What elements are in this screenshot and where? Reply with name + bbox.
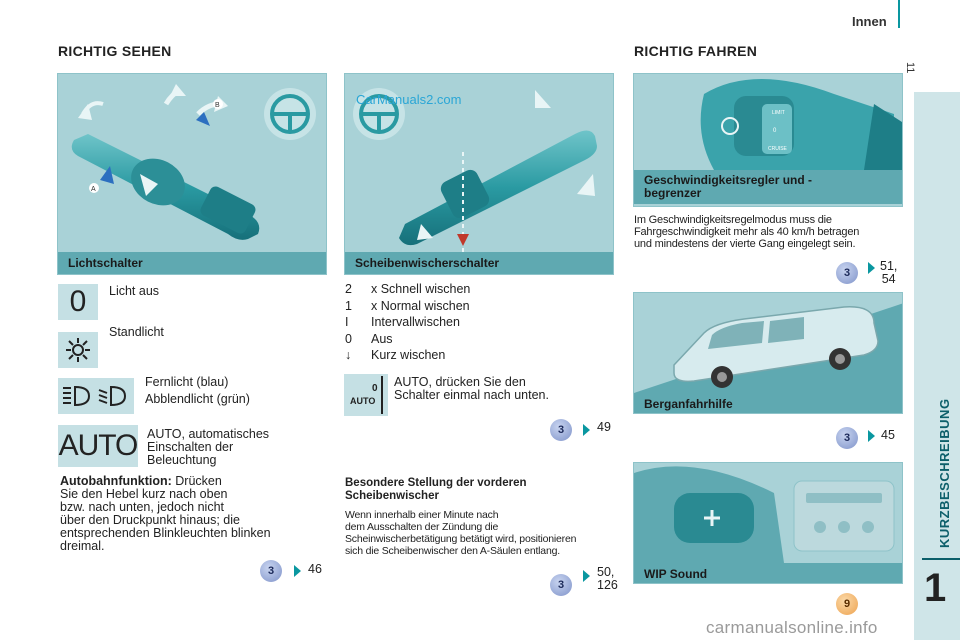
lichtschalter-panel: B A Lichtschalter: [57, 73, 327, 275]
low-beam-label: Abblendlicht (grün): [145, 392, 250, 406]
hill-start-panel: Berganfahrhilfe: [633, 292, 903, 414]
ref-arrow-icon: [868, 430, 875, 442]
ref-page[interactable]: 49: [597, 420, 611, 434]
ref-page[interactable]: 51, 54: [880, 259, 898, 286]
high-low-beam-icons: [58, 378, 134, 414]
page-number: 11: [904, 62, 916, 74]
ref-arrow-icon: [868, 262, 875, 274]
svg-text:B: B: [215, 102, 220, 109]
light-off-symbol: 0: [58, 284, 98, 320]
heading-richtig-sehen: RICHTIG SEHEN: [58, 43, 172, 59]
ref-chapter-badge[interactable]: 3: [260, 560, 282, 582]
parking-light-icon: [58, 332, 98, 368]
auto-wiper-symbol-line: [381, 376, 383, 414]
auto-light-line3: Beleuchtung: [147, 453, 217, 467]
ref-arrow-icon: [294, 565, 301, 577]
heading-richtig-fahren: RICHTIG FAHREN: [634, 43, 758, 59]
watermark-top: CarManuals2.com: [356, 92, 462, 107]
wiper-row: ↓Kurz wischen: [345, 348, 446, 362]
svg-text:A: A: [91, 186, 96, 193]
hill-start-caption: Berganfahrhilfe: [634, 393, 902, 413]
ref-arrow-icon: [583, 424, 590, 436]
wip-sound-illustration: [634, 466, 895, 563]
wip-sound-caption: WIP Sound: [634, 563, 902, 583]
header-accent-bar: [898, 0, 900, 28]
auto-wiper-line1: AUTO, drücken Sie den: [394, 375, 526, 389]
cruise-control-text: Im Geschwindigkeitsregelmodus muss die F…: [634, 214, 860, 250]
ref-chapter-badge[interactable]: 3: [836, 427, 858, 449]
lichtschalter-caption: Lichtschalter: [58, 252, 326, 274]
ref-chapter-badge[interactable]: 3: [550, 419, 572, 441]
ref-page[interactable]: 50, 126: [597, 565, 618, 592]
auto-wiper-symbol: 0 AUTO: [344, 374, 388, 416]
cruise-control-illustration: LIMIT CRUISE 0: [700, 79, 902, 170]
svg-text:CRUISE: CRUISE: [768, 146, 788, 152]
chapter-divider: [922, 558, 960, 560]
chapter-number: 1: [924, 566, 947, 610]
ref-page[interactable]: 45: [881, 428, 895, 442]
ref-page[interactable]: 46: [308, 562, 322, 576]
light-off-label: Licht aus: [109, 284, 160, 298]
section-title: Innen: [852, 14, 887, 29]
ref-chapter-badge[interactable]: 3: [836, 262, 858, 284]
special-position-body: Wenn innerhalb einer Minute nach dem Aus…: [345, 509, 577, 557]
motorway-function-text: Autobahnfunktion: Drücken Sie den Hebel …: [60, 474, 271, 553]
auto-light-symbol: AUTO: [58, 425, 138, 467]
cruise-control-caption: Geschwindigkeitsregler und - begrenzer: [634, 170, 902, 204]
ref-chapter-badge[interactable]: 3: [550, 574, 572, 596]
auto-light-line1: AUTO, automatisches: [147, 427, 270, 441]
svg-text:0: 0: [773, 128, 777, 134]
high-beam-label: Fernlicht (blau): [145, 375, 229, 389]
wiper-stalk-illustration: [353, 88, 597, 262]
auto-wiper-line2: Schalter einmal nach unten.: [394, 388, 549, 402]
parking-light-label: Standlicht: [109, 325, 164, 339]
ref-arrow-icon: [583, 570, 590, 582]
light-stalk-illustration: B A: [71, 84, 316, 240]
cruise-control-panel: LIMIT CRUISE 0 Geschwindigkeitsregler un…: [633, 73, 903, 207]
ref-chapter-badge[interactable]: 9: [836, 593, 858, 615]
chapter-sidebar: [914, 92, 960, 640]
hill-start-van-illustration: [634, 303, 902, 393]
auto-light-line2: Einschalten der: [147, 440, 234, 454]
svg-text:LIMIT: LIMIT: [772, 110, 785, 116]
wiper-panel: Scheibenwischerschalter: [344, 73, 614, 275]
special-position-title: Besondere Stellung der vorderen Scheiben…: [345, 477, 527, 502]
wiper-caption: Scheibenwischerschalter: [345, 252, 613, 274]
watermark-bottom: carmanualsonline.info: [706, 618, 878, 637]
wip-sound-panel: WIP Sound: [633, 462, 903, 584]
